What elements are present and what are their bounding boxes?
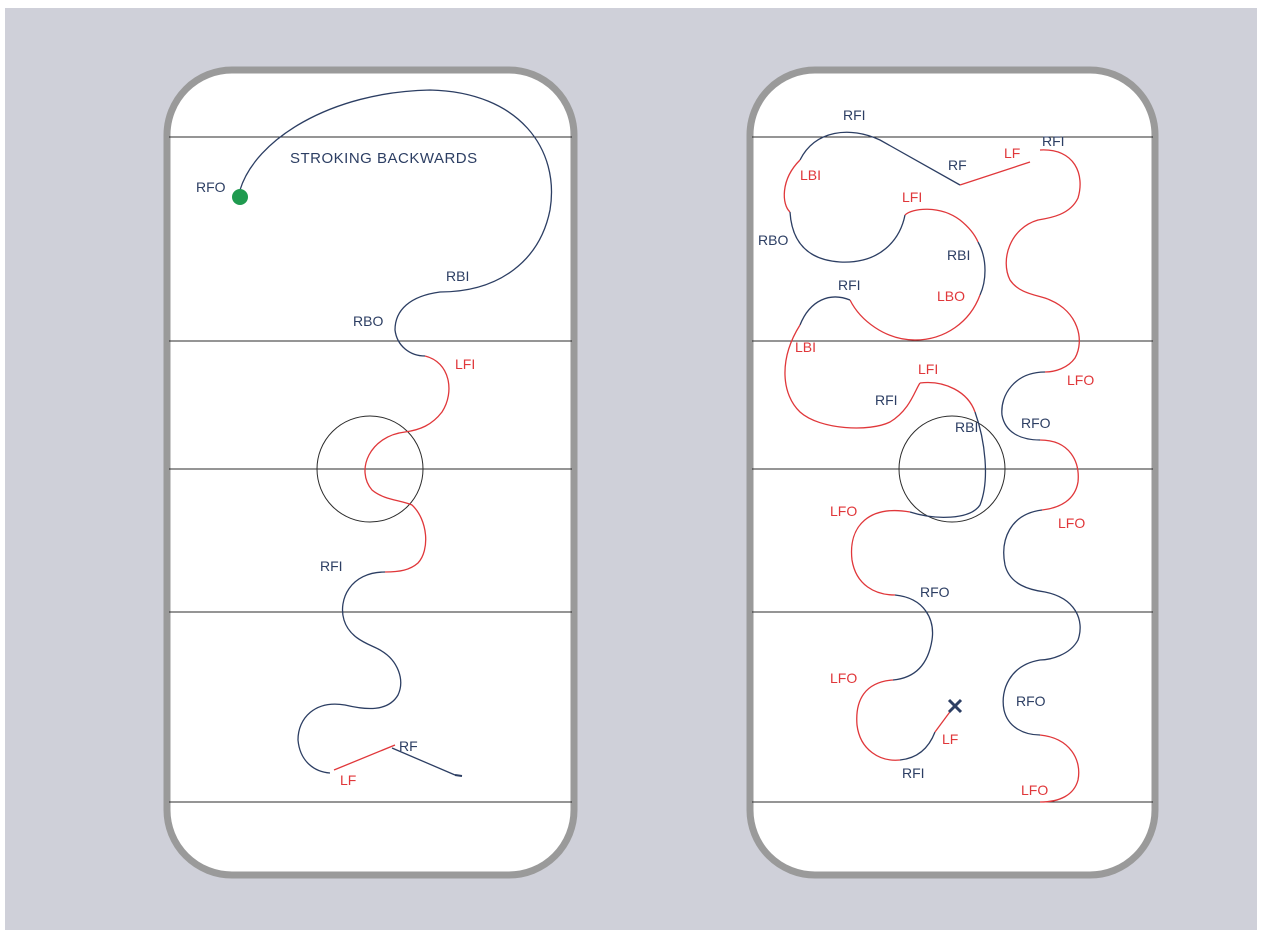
r-label-rfo-right-2: RFO bbox=[1016, 693, 1046, 709]
r-label-lfo-bottom: LFO bbox=[1021, 782, 1048, 798]
right-path-lfi-1 bbox=[904, 208, 979, 243]
right-skating-path bbox=[783, 131, 1081, 803]
r-label-rf: RF bbox=[948, 157, 967, 173]
right-path-lfo-5 bbox=[1039, 734, 1080, 803]
r-label-rfo-1: RFO bbox=[920, 584, 950, 600]
right-path-rbi-1 bbox=[977, 241, 986, 296]
r-label-rbo: RBO bbox=[758, 232, 788, 248]
right-rink-lines bbox=[752, 136, 1153, 803]
right-path-rfi-3 bbox=[899, 731, 936, 761]
end-x-icon bbox=[947, 698, 963, 714]
label-lf: LF bbox=[340, 772, 356, 788]
r-label-lfo-1: LFO bbox=[830, 503, 857, 519]
right-path-rfi-top bbox=[799, 131, 961, 186]
r-label-lbi-1: LBI bbox=[800, 167, 821, 183]
right-path-lfo-2 bbox=[856, 679, 901, 761]
r-label-lf-end: LF bbox=[942, 731, 958, 747]
r-label-rfi-top: RFI bbox=[843, 107, 866, 123]
r-label-lfo-right-2: LFO bbox=[1058, 515, 1085, 531]
right-path-rfo-1 bbox=[892, 594, 934, 681]
right-path-lfo-1 bbox=[850, 510, 911, 596]
r-label-lf: LF bbox=[1004, 145, 1020, 161]
label-rf: RF bbox=[399, 738, 418, 754]
r-label-rfi-low: RFI bbox=[875, 392, 898, 408]
r-label-lfo-2: LFO bbox=[830, 670, 857, 686]
end-x-stroke-2 bbox=[947, 698, 963, 714]
right-rink-labels: RFI RF LF RFI LBI LFI RBO RBI RFI LBO LB… bbox=[758, 107, 1094, 798]
r-label-lfo-right-1: LFO bbox=[1067, 372, 1094, 388]
right-path-rfi-2 bbox=[799, 296, 851, 326]
start-dot-icon bbox=[232, 189, 248, 205]
left-path-rf bbox=[391, 747, 456, 776]
left-skating-path bbox=[239, 89, 552, 777]
left-path-rfi bbox=[297, 571, 402, 774]
left-path-rf-end bbox=[454, 774, 463, 777]
left-rink: STROKING BACKWARDS RFO RBI RBO LFI RFI R… bbox=[163, 66, 578, 879]
label-lfi: LFI bbox=[455, 356, 475, 372]
rink-title: STROKING BACKWARDS bbox=[290, 150, 478, 167]
right-path-lbo bbox=[849, 294, 981, 341]
label-rbo: RBO bbox=[353, 313, 383, 329]
right-rink-boards bbox=[746, 66, 1159, 879]
r-label-rfo-right-1: RFO bbox=[1021, 415, 1051, 431]
right-center-circle bbox=[898, 415, 1006, 523]
right-path-lbi-2 bbox=[784, 324, 921, 429]
r-label-lbo: LBO bbox=[937, 288, 965, 304]
r-label-rfi-top-right: RFI bbox=[1042, 133, 1065, 149]
right-path-lfo-4 bbox=[1039, 439, 1079, 511]
r-label-rfi-bottom: RFI bbox=[902, 765, 925, 781]
r-label-lfi-1: LFI bbox=[902, 189, 922, 205]
right-rink: RFI RF LF RFI LBI LFI RBO RBI RFI LBO LB… bbox=[746, 66, 1159, 879]
r-label-rbi-2: RBI bbox=[955, 419, 978, 435]
label-rfo: RFO bbox=[196, 179, 226, 195]
right-path-lf-top bbox=[959, 161, 1031, 186]
right-path-rbi-2 bbox=[909, 411, 987, 518]
left-center-circle bbox=[316, 415, 424, 523]
left-path-rfo-rbi bbox=[239, 89, 552, 357]
left-rink-boards bbox=[163, 66, 578, 879]
left-path-lf bbox=[333, 744, 396, 771]
label-rfi: RFI bbox=[320, 558, 343, 574]
right-path-lbi-top bbox=[783, 159, 801, 213]
r-label-lfi-2: LFI bbox=[918, 361, 938, 377]
right-path-rfo-2 bbox=[1001, 371, 1046, 441]
r-label-lbi-2: LBI bbox=[795, 339, 816, 355]
left-path-lfi bbox=[364, 355, 450, 573]
label-rbi: RBI bbox=[446, 268, 469, 284]
right-path-lfo-3 bbox=[1005, 149, 1081, 373]
right-path-rbo bbox=[789, 211, 906, 263]
left-rink-labels: STROKING BACKWARDS RFO RBI RBO LFI RFI R… bbox=[196, 150, 478, 788]
right-path-lfi-2 bbox=[919, 381, 976, 413]
r-label-rfi-mid: RFI bbox=[838, 277, 861, 293]
right-path-rfo-3 bbox=[1002, 509, 1081, 736]
r-label-rbi-1: RBI bbox=[947, 247, 970, 263]
left-rink-lines bbox=[169, 136, 572, 803]
